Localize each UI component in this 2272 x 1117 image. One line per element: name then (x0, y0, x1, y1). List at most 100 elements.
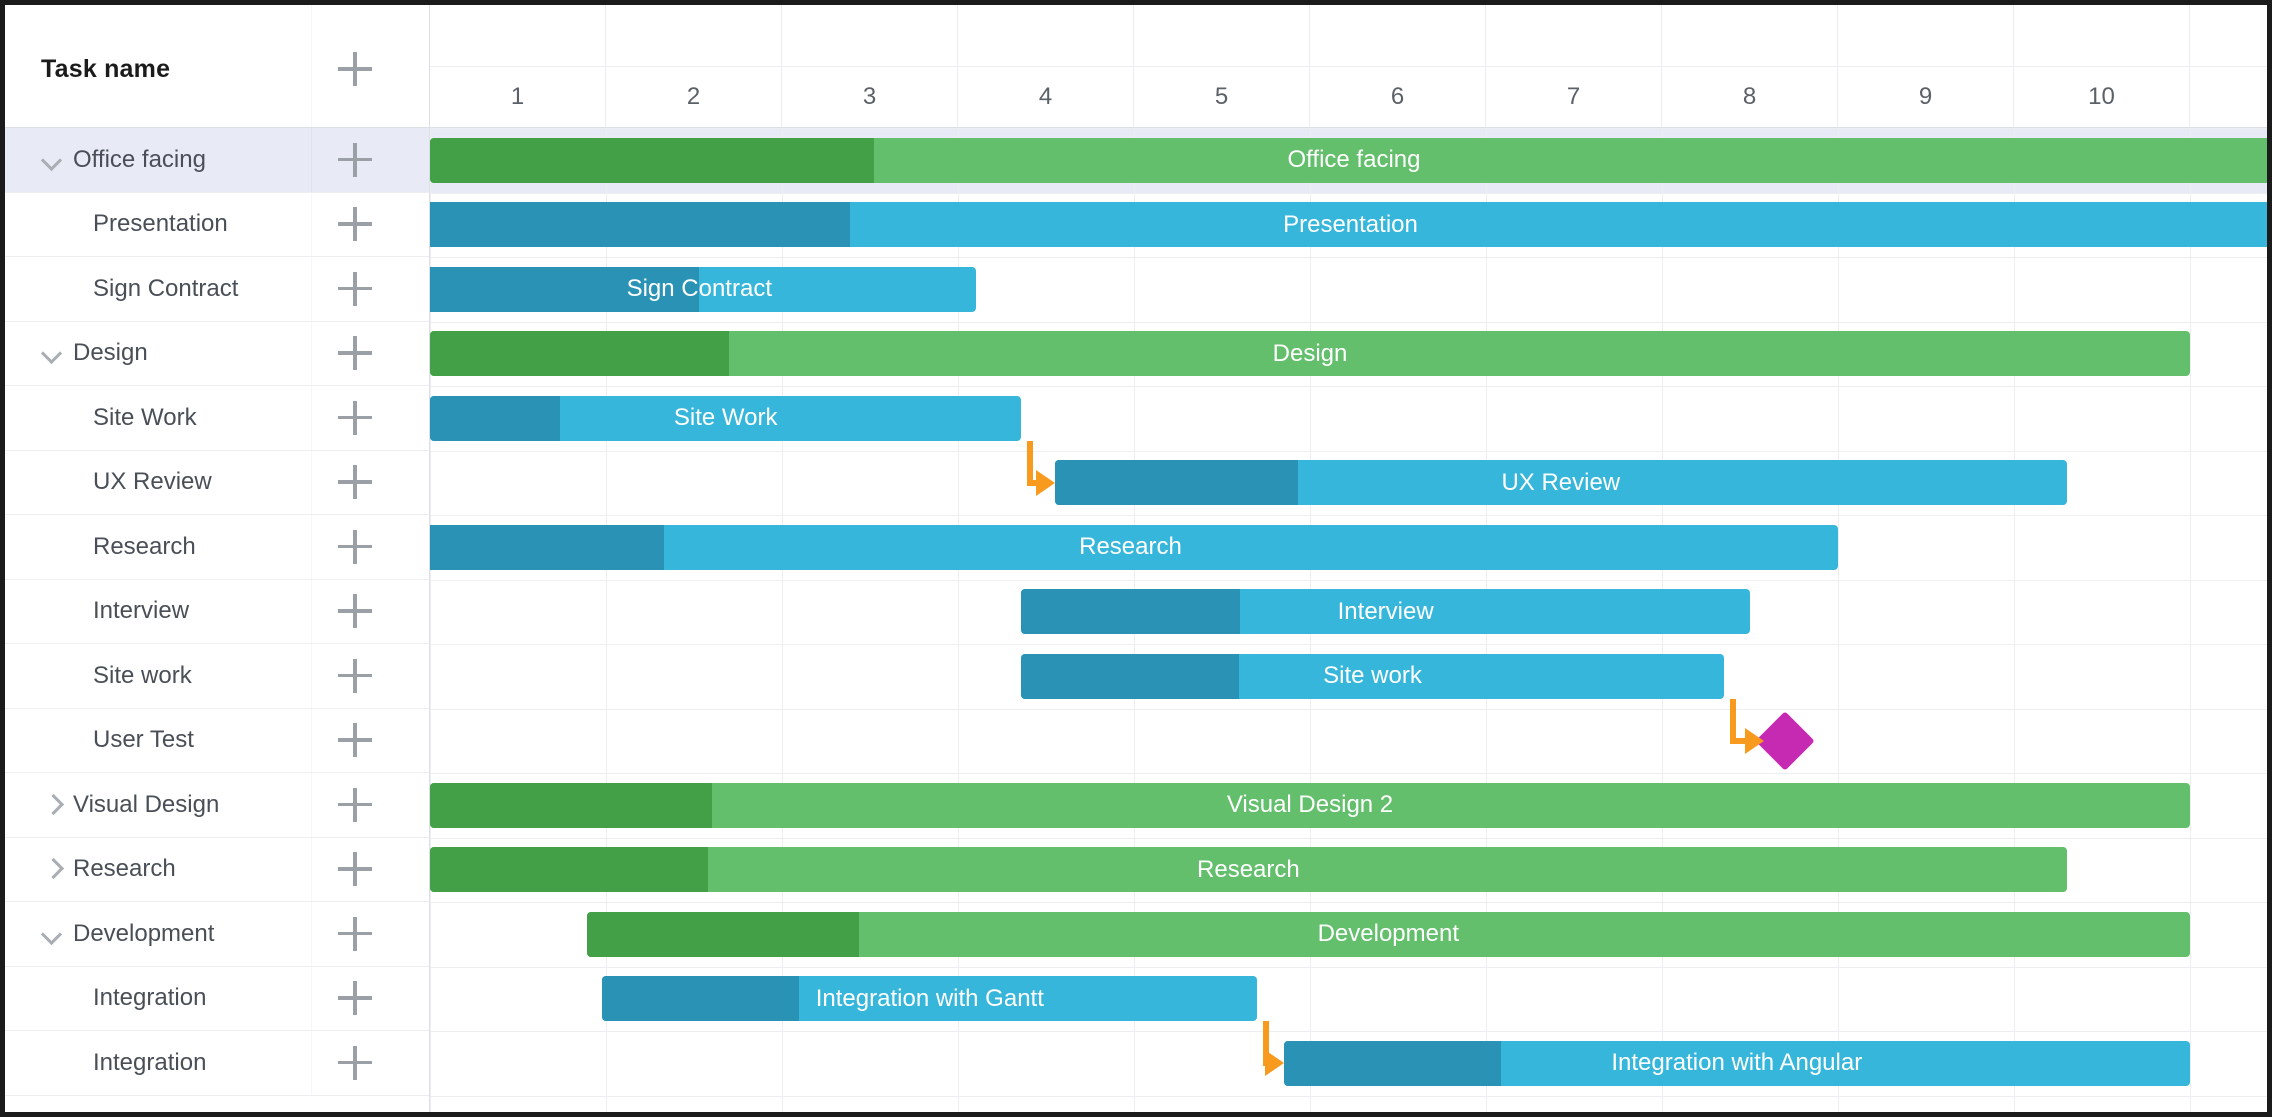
scale-day-cell[interactable]: 9 (1838, 67, 2014, 127)
task-bar[interactable]: Site Work (430, 395, 1022, 441)
grid-row-line (430, 515, 2267, 516)
task-bar[interactable]: Presentation (430, 202, 2267, 248)
grid-row-line (430, 966, 2267, 968)
grid-column-line (782, 128, 783, 1112)
task-bar[interactable]: Sign Contract (430, 266, 976, 312)
add-subtask-icon[interactable] (338, 336, 372, 371)
task-row[interactable]: Design (5, 321, 429, 386)
add-subtask-icon[interactable] (338, 658, 372, 693)
scale-day-cell[interactable]: 10 (2014, 67, 2190, 127)
chevron-right-icon[interactable] (42, 793, 65, 815)
scale-day-cell[interactable]: 1 (430, 67, 606, 127)
progress-fill (1283, 1040, 1502, 1086)
add-subtask-icon[interactable] (338, 1045, 372, 1080)
task-row[interactable]: UX Review (5, 450, 429, 515)
task-row[interactable]: Site work (5, 644, 429, 709)
task-row[interactable]: Presentation (5, 192, 429, 257)
scale-day-cell[interactable]: 4 (958, 67, 1134, 127)
project-bar[interactable]: Development (586, 911, 2190, 957)
scale-day-label: 4 (1038, 83, 1053, 110)
scale-day-cell[interactable]: 2 (606, 67, 782, 127)
link-arrow-icon (1264, 1050, 1284, 1077)
progress-fill (430, 137, 874, 183)
scale-day-cell[interactable]: 8 (1662, 67, 1838, 127)
scale-top-cell (1486, 5, 1662, 66)
grid-row-line (430, 644, 2267, 645)
link-segment-vertical (1263, 1021, 1270, 1064)
progress-fill (430, 395, 561, 441)
grid-column-line (430, 128, 431, 1112)
add-task-column-icon[interactable] (338, 52, 372, 86)
task-bar[interactable]: Research (430, 524, 1838, 570)
progress-fill (602, 976, 799, 1022)
task-bar[interactable]: UX Review (1054, 460, 2067, 506)
scale-day-label: 6 (1390, 83, 1405, 110)
task-row[interactable]: User Test (5, 708, 429, 773)
chevron-down-icon[interactable] (40, 923, 63, 945)
task-row[interactable]: Integration (5, 966, 429, 1031)
progress-fill (430, 202, 850, 248)
scale-day-cell[interactable]: 5 (1134, 67, 1310, 127)
task-row-label: UX Review (93, 468, 212, 496)
chevron-down-icon[interactable] (40, 149, 63, 171)
task-bar[interactable]: Integration with Gantt (602, 976, 1258, 1022)
task-row-label: Research (73, 855, 176, 883)
add-subtask-icon[interactable] (338, 594, 372, 629)
task-row[interactable]: Visual Design (5, 773, 429, 838)
scale-day-cell[interactable]: 6 (1310, 67, 1486, 127)
task-row-label: Integration (93, 984, 207, 1012)
add-subtask-icon[interactable] (338, 723, 372, 758)
scale-day-cell[interactable]: 7 (1486, 67, 1662, 127)
scale-day-label: 9 (1918, 83, 1933, 110)
task-row-label: Research (93, 532, 196, 560)
task-row-label: Presentation (93, 210, 228, 238)
task-row[interactable]: Office facing (5, 128, 429, 193)
grid-column-line (2014, 128, 2015, 1112)
task-row[interactable]: Research (5, 515, 429, 580)
task-row-label: Interview (93, 597, 190, 625)
scale-top-cell (430, 5, 606, 66)
link-arrow-icon (1035, 469, 1055, 496)
task-row[interactable]: Development (5, 902, 429, 967)
scale-top-cell (2014, 5, 2190, 66)
add-subtask-icon[interactable] (338, 981, 372, 1016)
task-row-label: Design (73, 339, 148, 367)
chevron-down-icon[interactable] (40, 343, 63, 365)
project-bar[interactable]: Research (430, 847, 2067, 893)
add-subtask-icon[interactable] (338, 529, 372, 564)
task-bar[interactable]: Interview (1021, 589, 1750, 635)
task-row[interactable]: Integration (5, 1031, 429, 1096)
task-bar[interactable]: Site work (1021, 653, 1724, 699)
scale-day-cell[interactable]: 3 (782, 67, 958, 127)
add-subtask-icon[interactable] (338, 400, 372, 435)
task-bar[interactable]: Integration with Angular (1283, 1040, 2190, 1086)
add-subtask-icon[interactable] (338, 465, 372, 500)
task-row-label: Development (73, 919, 215, 947)
add-subtask-icon[interactable] (338, 852, 372, 887)
grid-row-line (430, 902, 2267, 903)
grid-row-line (430, 708, 2267, 710)
add-subtask-icon[interactable] (338, 787, 372, 822)
grid-column-line (2190, 128, 2191, 1112)
progress-fill (430, 331, 730, 377)
task-row[interactable]: Site Work (5, 386, 429, 451)
add-subtask-icon[interactable] (338, 142, 372, 177)
project-bar[interactable]: Office facing (430, 137, 2267, 183)
grid-row-line (430, 128, 2267, 129)
progress-fill (430, 266, 700, 312)
add-subtask-icon[interactable] (338, 207, 372, 242)
add-subtask-icon[interactable] (338, 916, 372, 951)
timeline-scale-top-row (430, 5, 2267, 67)
add-subtask-icon[interactable] (338, 271, 372, 306)
chevron-right-icon[interactable] (42, 858, 65, 880)
scale-day-label: 2 (686, 83, 701, 110)
milestone-marker[interactable] (1755, 711, 1815, 771)
task-row[interactable]: Sign Contract (5, 257, 429, 322)
progress-fill (1054, 460, 1298, 506)
project-bar[interactable]: Design (430, 331, 2190, 377)
task-row[interactable]: Research (5, 837, 429, 902)
project-bar[interactable]: Visual Design 2 (430, 782, 2190, 828)
task-row[interactable]: Interview (5, 579, 429, 644)
